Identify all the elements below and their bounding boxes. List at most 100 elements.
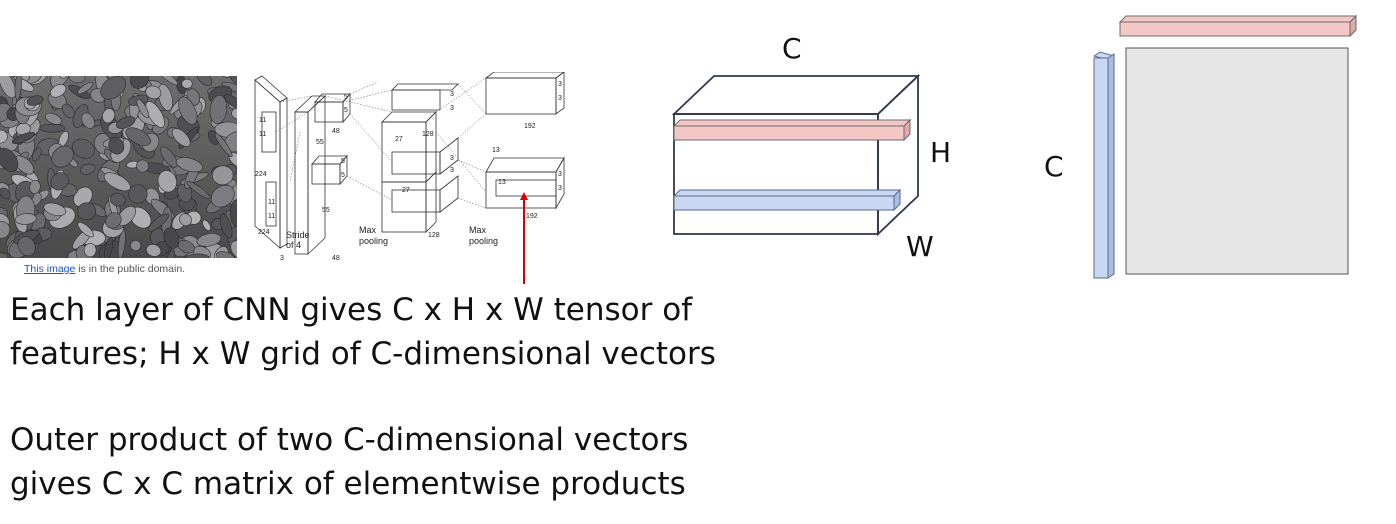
- pebble: [219, 213, 233, 239]
- pebble: [76, 202, 97, 221]
- pebble: [163, 227, 180, 249]
- para2-line2: gives C x C matrix of elementwise produc…: [10, 466, 686, 502]
- alexnet-label-11d: 11: [268, 213, 275, 220]
- pebbles-image: [0, 76, 237, 258]
- alexnet-label-3a: 3: [450, 91, 454, 98]
- alexnet-label-3c: 3: [450, 155, 454, 162]
- alexnet-label-3f: 3: [558, 95, 562, 102]
- pebble: [14, 76, 22, 100]
- pebble: [179, 213, 192, 227]
- alexnet-label-3d: 3: [450, 167, 454, 174]
- para2-line1: Outer product of two C-dimensional vecto…: [10, 422, 689, 458]
- pebble: [125, 127, 151, 146]
- pebble: [136, 98, 150, 119]
- pebble: [14, 213, 37, 225]
- pebble: [0, 221, 11, 239]
- tensor-label-w: W: [906, 230, 934, 263]
- pebble: [29, 179, 41, 194]
- pebble: [43, 202, 67, 216]
- tensor-diagram: C H W: [671, 32, 951, 263]
- pebble: [130, 240, 142, 252]
- pebble: [202, 219, 211, 231]
- pebble: [223, 94, 237, 110]
- alexnet-label-27a: 27: [395, 136, 403, 143]
- pebble: [214, 132, 233, 158]
- pebble: [145, 101, 165, 128]
- matrix-pink-vector-top: [1118, 15, 1358, 23]
- pebble: [71, 138, 95, 159]
- pebble: [229, 199, 237, 229]
- matrix-blue-vector: [1093, 57, 1109, 279]
- red-arrow-head: [520, 192, 528, 200]
- pebble: [160, 146, 178, 168]
- alexnet-label-5d: 5: [341, 172, 345, 179]
- alexnet-label-55b: 55: [322, 207, 330, 214]
- tensor-top-face: [671, 75, 921, 115]
- pebble: [157, 170, 177, 193]
- alexnet-label-48a: 48: [332, 128, 340, 135]
- pink-vector-bar: [673, 125, 905, 141]
- pebble: [61, 103, 75, 119]
- alexnet-label-128a: 128: [422, 131, 434, 138]
- pebble: [81, 112, 95, 129]
- pebble: [77, 82, 94, 95]
- pebble: [105, 212, 122, 229]
- alexnet-label-of4: of 4: [286, 240, 301, 250]
- pebble: [17, 236, 36, 257]
- pink-vector-top: [672, 119, 912, 127]
- tensor-front-face: [673, 113, 879, 235]
- pebble: [171, 128, 191, 147]
- pebble: [45, 112, 62, 125]
- pebble: [11, 132, 36, 144]
- blue-vector-bar: [673, 195, 895, 211]
- alexnet-label-maxpool1b: pooling: [359, 236, 388, 246]
- red-arrow-tail: [523, 266, 525, 284]
- pebble: [220, 76, 237, 78]
- para1-line2: features; H x W grid of C-dimensional ve…: [10, 336, 716, 372]
- alexnet-label-55a: 55: [316, 139, 324, 146]
- pebble: [183, 253, 211, 258]
- pebble: [129, 76, 150, 89]
- pebble: [83, 243, 97, 258]
- pebble: [211, 165, 234, 186]
- pebble: [100, 76, 127, 100]
- alexnet-label-stride: Stride: [286, 230, 310, 240]
- alexnet-label-3h: 3: [558, 185, 562, 192]
- pebble: [147, 213, 169, 232]
- tensor-label-h: H: [930, 136, 951, 169]
- pebble: [155, 76, 179, 86]
- alexnet-label-5a: 5: [344, 94, 348, 101]
- pebble: [230, 240, 237, 258]
- paragraph-outer-product: Outer product of two C-dimensional vecto…: [10, 418, 688, 506]
- pebble: [181, 78, 193, 89]
- pebble: [116, 116, 136, 129]
- pebble: [186, 180, 211, 199]
- image-credit: This image is in the public domain.: [24, 263, 185, 275]
- alexnet-label-maxpool2a: Max: [469, 225, 487, 235]
- pebble: [209, 94, 228, 125]
- pebble: [79, 163, 96, 175]
- pebble: [0, 76, 16, 99]
- alexnet-label-48b: 48: [332, 255, 340, 262]
- image-credit-link[interactable]: This image: [24, 263, 76, 275]
- pebble: [0, 252, 9, 258]
- pebble: [31, 147, 42, 162]
- alexnet-label-maxpool2b: pooling: [469, 236, 498, 246]
- pebble: [104, 236, 114, 258]
- alexnet-label-3g: 3: [558, 171, 562, 178]
- pebble: [50, 84, 67, 98]
- pebble: [103, 172, 131, 192]
- alexnet-label-11a: 11: [259, 117, 266, 124]
- alexnet-label-224a: 224: [255, 171, 267, 178]
- pebble: [196, 76, 213, 86]
- alexnet-label-maxpool1a: Max: [359, 225, 377, 235]
- pebble: [26, 95, 44, 106]
- pebble: [109, 193, 126, 207]
- alexnet-label-11c: 11: [268, 199, 275, 206]
- matrix-label-c: C: [1044, 150, 1064, 183]
- alexnet-label-128b: 128: [428, 232, 440, 239]
- pebble: [57, 76, 67, 79]
- tensor-label-c: C: [782, 32, 802, 65]
- pebble: [145, 85, 162, 100]
- alexnet-architecture-diagram: 11 11 224 224 11 11 Stride of 4 3 55 55 …: [254, 72, 565, 268]
